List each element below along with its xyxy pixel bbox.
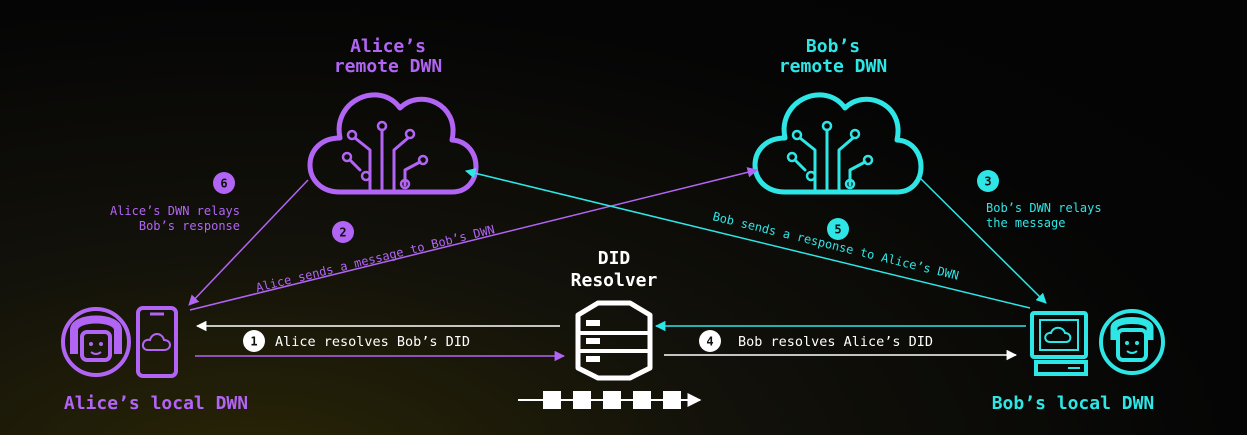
step-1-badge [243, 330, 265, 352]
step-2-label: Alice sends a message to Bob’s DWN [254, 222, 496, 295]
arrow-step-3 [919, 177, 1047, 304]
step-6-number: 6 [220, 177, 227, 191]
alice-local-title: Alice’s local DWN [64, 393, 248, 414]
step-5-badge [827, 218, 849, 240]
arrow-step-2 [189, 167, 759, 311]
step-5-number: 5 [834, 223, 841, 237]
alice-cloud-icon [307, 92, 479, 195]
step-6-label-line2: Bob’s response [139, 219, 240, 233]
phone-icon [136, 306, 178, 378]
step-2-number: 2 [339, 226, 346, 240]
step-6-badge [213, 172, 235, 194]
resolver-title-line2: Resolver [571, 270, 658, 291]
step-2-badge [332, 221, 354, 243]
bob-remote-title-line2: remote DWN [779, 56, 887, 77]
database-icon [575, 300, 653, 381]
bob-cloud-icon [752, 92, 924, 195]
step-3-label-line2: the message [986, 216, 1065, 230]
alice-remote-title-line1: Alice’s [350, 36, 426, 57]
step-4-badge [699, 330, 721, 352]
step-4-label: Bob resolves Alice’s DID [738, 334, 933, 350]
bob-local-title: Bob’s local DWN [992, 393, 1155, 414]
step-1-number: 1 [250, 335, 257, 349]
step-3-number: 3 [984, 175, 991, 189]
alice-avatar-icon [61, 307, 131, 377]
step-3-badge [977, 170, 999, 192]
step-3-label-line1: Bob’s DWN relays [986, 201, 1102, 215]
resolver-title-line1: DID [598, 248, 631, 269]
step-4-number: 4 [706, 335, 713, 349]
step-1-label: Alice resolves Bob’s DID [275, 334, 470, 350]
blockchain-icon [518, 391, 702, 409]
alice-remote-title-line2: remote DWN [334, 56, 442, 77]
computer-icon [1030, 311, 1088, 376]
arrow-step-5 [464, 168, 1031, 309]
bob-remote-title-line1: Bob’s [806, 36, 860, 57]
arrow-step-6 [188, 179, 309, 306]
step-6-label-line1: Alice’s DWN relays [110, 204, 240, 218]
bob-avatar-icon [1099, 309, 1165, 375]
